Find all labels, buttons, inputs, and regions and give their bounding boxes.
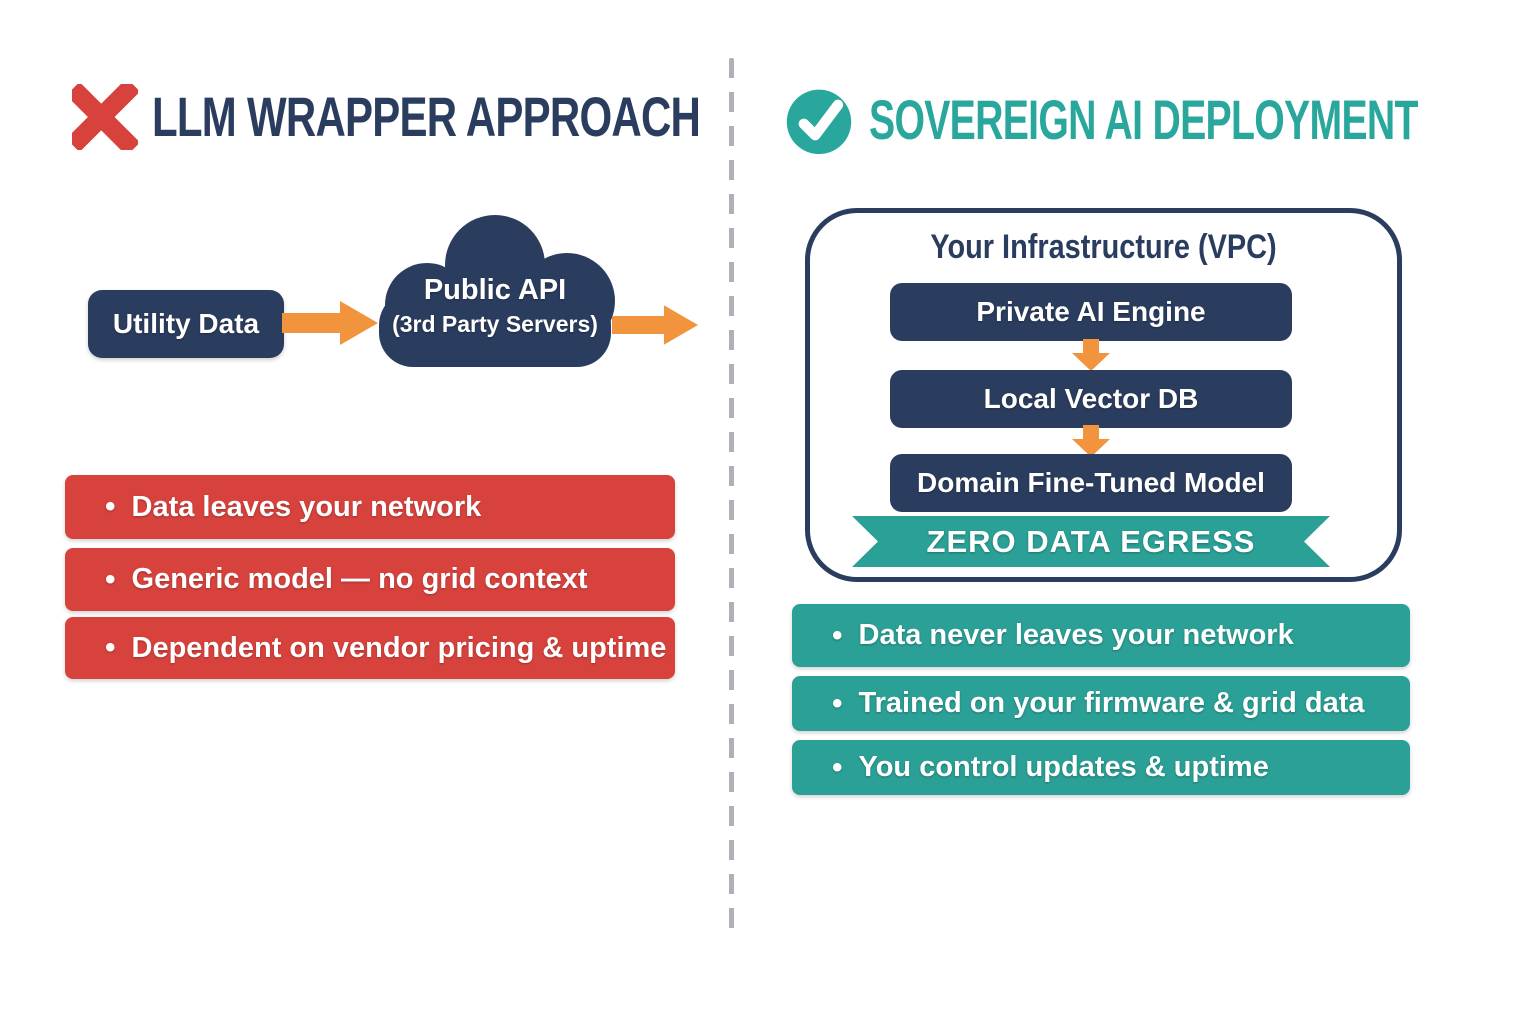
right-title: SOVEREIGN AI DEPLOYMENT <box>869 88 1418 151</box>
utility-data-box: Utility Data <box>88 290 284 358</box>
cloud-label-line1: Public API <box>423 274 567 306</box>
arrow-right-icon <box>612 305 698 345</box>
cloud-label-line2: (3rd Party Servers) <box>392 310 598 337</box>
left-bullet-2: • Generic model — no grid context <box>65 548 675 611</box>
private-ai-engine-box: Private AI Engine <box>890 283 1292 341</box>
left-title: LLM WRAPPER APPROACH <box>152 85 701 148</box>
bullet-dot: • <box>105 562 116 596</box>
domain-fine-tuned-model-box: Domain Fine-Tuned Model <box>890 454 1292 512</box>
check-icon <box>786 89 852 155</box>
cloud-shape <box>379 215 615 367</box>
right-bullet-1-label: Data never leaves your network <box>858 619 1294 651</box>
zero-data-egress-banner: ZERO DATA EGRESS <box>852 516 1330 567</box>
right-bullet-2-label: Trained on your firmware & grid data <box>858 687 1365 719</box>
bullet-dot: • <box>105 631 116 664</box>
arrow-down-icon <box>1072 339 1110 371</box>
left-bullet-3-label: Dependent on vendor pricing & uptime <box>131 631 667 664</box>
bullet-dot: • <box>832 686 843 720</box>
left-bullet-3: • Dependent on vendor pricing & uptime <box>65 617 675 679</box>
vertical-divider <box>729 58 734 936</box>
bullet-dot: • <box>832 750 843 784</box>
arrow-down-icon <box>1072 425 1110 457</box>
bullet-dot: • <box>105 490 116 523</box>
x-icon <box>72 84 138 150</box>
right-bullet-1: • Data never leaves your network <box>792 604 1410 667</box>
left-bullet-1: • Data leaves your network <box>65 475 675 539</box>
arrow-right-icon <box>282 301 378 345</box>
bullet-dot: • <box>832 618 843 652</box>
cloud-label: Public API (3rd Party Servers) <box>345 272 645 340</box>
left-bullet-2-label: Generic model — no grid context <box>131 563 588 595</box>
left-bullet-1-label: Data leaves your network <box>131 490 482 523</box>
local-vector-db-box: Local Vector DB <box>890 370 1292 428</box>
right-bullet-2: • Trained on your firmware & grid data <box>792 676 1410 731</box>
right-bullet-3: • You control updates & uptime <box>792 740 1410 795</box>
vpc-container: Your Infrastructure (VPC) Private AI Eng… <box>805 208 1402 582</box>
left-header: LLM WRAPPER APPROACH <box>72 84 883 150</box>
vpc-title: Your Infrastructure (VPC) <box>930 228 1277 266</box>
right-header: SOVEREIGN AI DEPLOYMENT <box>783 84 1536 156</box>
right-bullet-3-label: You control updates & uptime <box>858 751 1269 783</box>
